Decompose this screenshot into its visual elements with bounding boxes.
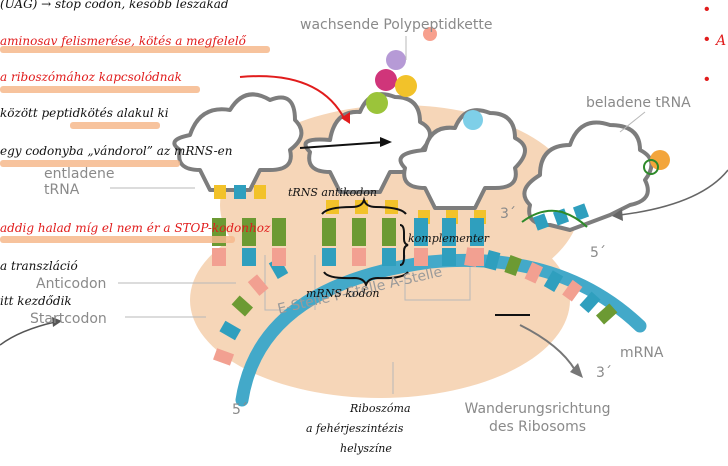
label-direction: Wanderungsrichtung des Ribosoms	[445, 400, 630, 436]
anticodon-base	[322, 218, 336, 246]
note-ribosome-2: a fehérjeszintézis	[306, 422, 403, 435]
label-unloaded-trna: entladene tRNA	[44, 166, 114, 198]
label-5prime-left: 5´	[232, 402, 248, 418]
anticodon-base	[382, 218, 396, 246]
anticodon-base	[272, 218, 286, 246]
note-ribosome-3: helyszíne	[340, 442, 392, 455]
label-5prime-right: 5´	[590, 245, 606, 261]
note-left-5: egy codonyba „vándorol” az mRNS-en	[0, 144, 232, 158]
note-left-3: a riboszómához kapcsolódnak	[0, 70, 182, 84]
bullet-2-letter: A	[716, 33, 726, 49]
codon-base	[272, 248, 286, 266]
highlight-3	[70, 122, 160, 129]
label-anticodon: Anticodon	[36, 276, 106, 292]
label-growing-chain: wachsende Polypeptidkette	[300, 17, 492, 33]
bullet-3: •	[704, 72, 710, 88]
note-left-8: itt kezdődik	[0, 294, 72, 308]
label-startcodon: Startcodon	[30, 311, 107, 327]
note-ribosome-1: Riboszóma	[350, 402, 411, 415]
highlight-5	[0, 236, 235, 243]
codon-base	[442, 248, 456, 266]
note-left-4: között peptidkötés alakul ki	[0, 106, 169, 120]
anticodon-base	[352, 218, 366, 246]
codon-base	[352, 248, 366, 266]
codon-base	[470, 248, 484, 266]
note-left-6: addig halad míg el nem ér a STOP-kodonho…	[0, 221, 270, 235]
codon-base	[414, 248, 428, 266]
bullet-1: •	[704, 2, 710, 18]
note-left-1: (UAG) → stop codon, kesőbb leszakad	[0, 0, 229, 11]
codon-base	[322, 248, 336, 266]
codon-base	[382, 248, 396, 266]
note-complementary: komplementer	[408, 232, 489, 245]
label-3prime-top: 3´	[500, 206, 516, 222]
note-left-2: aminosav felismerése, kötés a megfelelő	[0, 34, 246, 48]
trna-loaded	[524, 123, 670, 231]
label-3prime-bottom: 3´	[596, 365, 612, 381]
label-loaded-trna: beladene tRNA	[586, 95, 691, 111]
note-mrna-codon: mRNS kodon	[306, 287, 379, 300]
highlight-2	[0, 86, 200, 93]
bullet-2: •	[704, 32, 710, 48]
note-trna-anticodon: tRNS antikodon	[288, 186, 377, 199]
label-mrna: mRNA	[620, 345, 663, 361]
note-left-7: a transzláció	[0, 259, 78, 273]
codon-base	[242, 248, 256, 266]
codon-base	[212, 248, 226, 266]
